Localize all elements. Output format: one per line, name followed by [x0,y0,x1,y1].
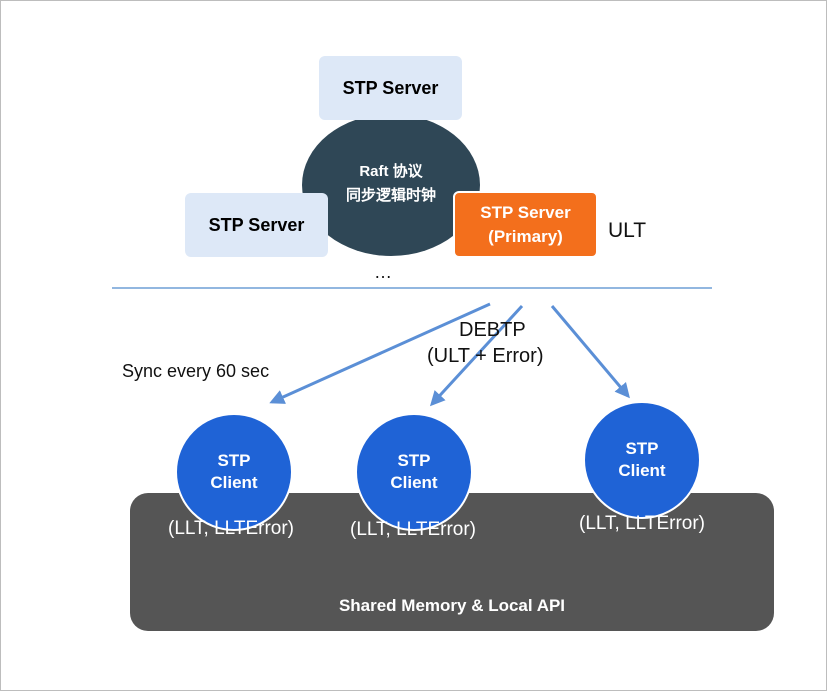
stp-client-1: STP Client [175,413,293,531]
stp-client-2-line1: STP [397,451,431,470]
client-2-state: (LLT, LLTError) [350,519,476,540]
stp-client-3-line2: Client [618,461,666,480]
stp-client-1-line1: STP [217,451,251,470]
arrow-to-client-2 [429,304,524,407]
stp-client-3: STP Client [583,401,701,519]
sync-note: Sync every 60 sec [122,361,270,381]
arrow-to-client-1 [269,302,491,404]
stp-client-2: STP Client [355,413,473,531]
protocol-payload: (ULT + Error) [427,345,544,367]
arrow-to-client-3 [550,305,630,399]
raft-label-line1: Raft 协议 [359,163,423,180]
stp-server-left-label: STP Server [208,214,305,235]
raft-cluster-ellipse [302,114,480,256]
stp-server-primary: STP Server (Primary) [453,191,598,258]
stp-client-2-line2: Client [390,473,438,492]
stp-server-top: STP Server [319,56,462,120]
stp-client-1-line2: Client [210,473,258,492]
protocol-name: DEBTP [459,319,526,341]
stp-server-top-label: STP Server [342,77,439,98]
stp-server-left: STP Server [185,193,328,257]
ellipsis-label: … [374,262,392,282]
stp-server-primary-line1: STP Server [480,202,571,222]
client-1-state: (LLT, LLTError) [168,518,294,539]
ult-label: ULT [608,219,647,242]
stp-server-primary-line2: (Primary) [488,226,563,246]
shared-memory-label: Shared Memory & Local API [338,596,566,615]
raft-label-line2: 同步逻辑时钟 [345,187,436,204]
client-3-state: (LLT, LLTError) [579,513,705,534]
stp-client-3-line1: STP [625,439,659,458]
raft-label: Raft 协议 同步逻辑时钟 [318,160,464,208]
